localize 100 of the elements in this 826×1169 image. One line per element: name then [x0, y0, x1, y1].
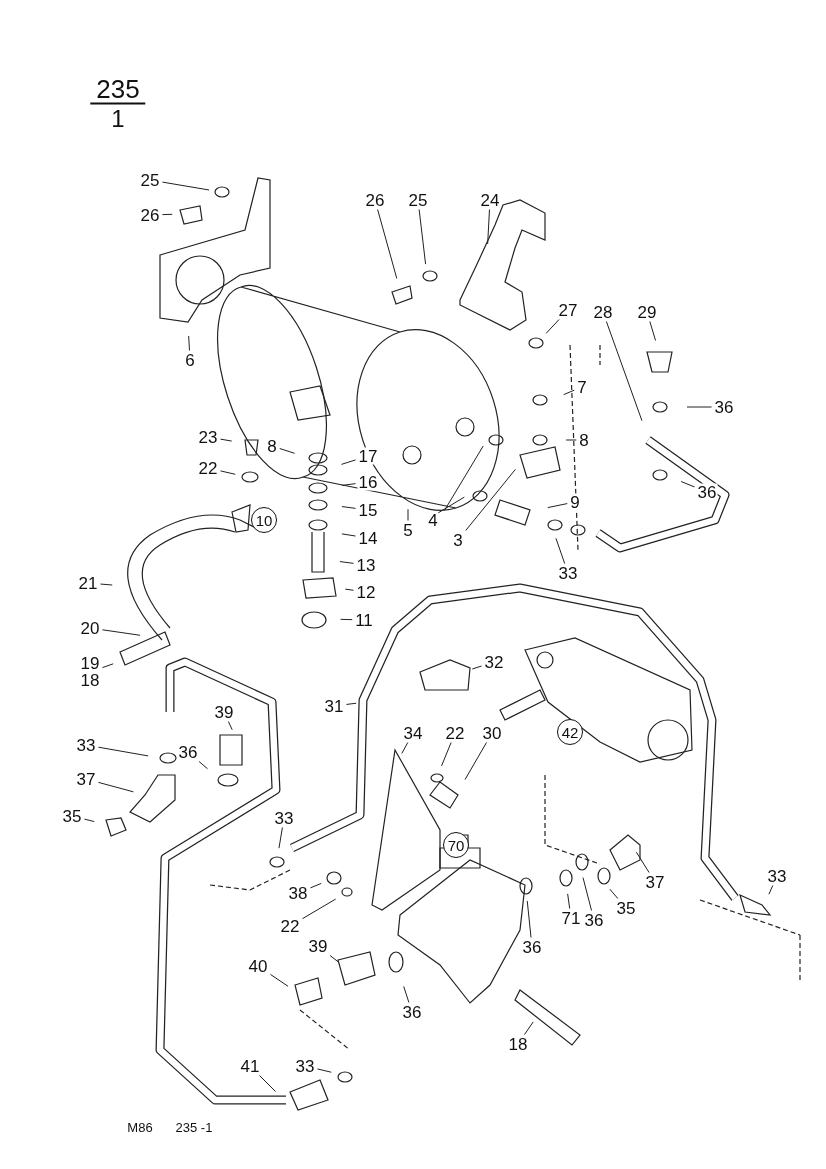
- leader-line: [99, 583, 113, 586]
- callout-number: 14: [357, 529, 379, 547]
- leader-line: [401, 742, 409, 754]
- callout-number: 23: [197, 428, 219, 446]
- leader-line: [339, 561, 355, 564]
- drawing-code: M86: [127, 1120, 153, 1134]
- callout-number: 33: [766, 867, 788, 885]
- circled-assembly-number: 42: [557, 719, 583, 745]
- leader-line: [278, 827, 283, 849]
- leader-line: [487, 209, 490, 245]
- callout-number: 22: [279, 917, 301, 935]
- leader-line: [345, 702, 357, 705]
- callout-number: 18: [80, 672, 100, 689]
- callout-number: 40: [247, 957, 269, 975]
- callout-number: 36: [401, 1003, 423, 1021]
- circled-assembly-number: 70: [443, 832, 469, 858]
- callout-number: 13: [355, 556, 377, 574]
- leader-line: [686, 406, 713, 408]
- leader-line: [341, 483, 357, 486]
- leader-line: [605, 321, 643, 422]
- leader-line: [403, 985, 410, 1003]
- leader-line: [227, 721, 233, 731]
- callout-number: 31: [323, 697, 345, 715]
- callout-number: 33: [273, 809, 295, 827]
- callout-number: 33: [294, 1057, 316, 1075]
- leader-line: [768, 885, 774, 895]
- callout-number: 39: [213, 703, 235, 721]
- leader-line: [565, 439, 577, 441]
- leader-line: [344, 588, 355, 591]
- callout-number: 36: [696, 483, 718, 501]
- leader-line: [340, 618, 353, 621]
- callout-number: 29: [636, 303, 658, 321]
- leader-line: [407, 508, 409, 521]
- leader-line: [340, 459, 357, 465]
- leader-line: [441, 742, 452, 767]
- leader-line: [649, 321, 657, 341]
- callout-number: 34: [402, 724, 424, 742]
- leader-line: [471, 665, 483, 670]
- leader-line: [97, 746, 149, 757]
- leader-line: [198, 761, 209, 770]
- leader-line: [567, 893, 571, 909]
- callout-number: 8: [266, 437, 278, 455]
- leader-line: [269, 973, 289, 987]
- leader-line: [97, 781, 134, 793]
- callout-number: 26: [364, 191, 386, 209]
- leader-line: [329, 955, 339, 963]
- leader-line: [635, 851, 650, 873]
- callout-number: 22: [444, 724, 466, 742]
- leader-line: [524, 1021, 534, 1035]
- callout-number: 36: [521, 938, 543, 956]
- leader-line: [443, 445, 484, 511]
- callout-number: 26: [139, 206, 161, 224]
- leader-line: [545, 319, 560, 334]
- callout-number: 19: [80, 655, 100, 672]
- callout-number: 24: [479, 191, 501, 209]
- leader-line: [161, 213, 173, 216]
- leader-line: [301, 898, 337, 920]
- leader-line: [101, 663, 114, 669]
- callout-number: 20: [79, 619, 101, 637]
- callout-number: 28: [592, 303, 614, 321]
- callout-number: 6: [184, 351, 196, 369]
- leader-line: [680, 481, 696, 488]
- callout-number: 38: [287, 884, 309, 902]
- callout-number: 21: [77, 574, 99, 592]
- callout-number: 15: [357, 501, 379, 519]
- leader-line: [341, 533, 357, 537]
- leader-line: [555, 537, 566, 564]
- callout-number: 35: [61, 807, 83, 825]
- callout-number: 36: [177, 743, 199, 761]
- leader-line: [464, 742, 487, 781]
- callout-number: 3: [452, 531, 464, 549]
- leader-line: [377, 209, 398, 279]
- leader-line: [563, 389, 575, 396]
- leader-line: [188, 335, 190, 351]
- leader-line: [259, 1075, 276, 1092]
- leader-line: [465, 468, 516, 531]
- leader-line: [418, 209, 427, 265]
- callout-number: 17: [357, 447, 379, 465]
- callout-number: 9: [569, 493, 581, 511]
- fraction-numerator: 235: [90, 75, 146, 105]
- callout-number: 32: [483, 653, 505, 671]
- callout-number: 39: [307, 937, 329, 955]
- callout-number: 27: [557, 301, 579, 319]
- callout-number: 22: [197, 459, 219, 477]
- callout-number: 36: [713, 398, 735, 416]
- leader-line: [609, 888, 619, 899]
- callout-number: 7: [576, 378, 588, 396]
- leader-line: [526, 900, 532, 938]
- leader-line: [83, 818, 95, 823]
- leader-line: [341, 506, 357, 509]
- callout-number: 12: [355, 583, 377, 601]
- callout-number: 35: [615, 899, 637, 917]
- callout-number: 16: [357, 473, 379, 491]
- callout-number: 37: [75, 770, 97, 788]
- circled-assembly-number: 10: [251, 507, 277, 533]
- callout-number: 8: [578, 431, 590, 449]
- callout-number: 4: [427, 511, 439, 529]
- leader-line: [316, 1068, 332, 1073]
- callout-number: 37: [644, 873, 666, 891]
- leader-line: [161, 181, 210, 191]
